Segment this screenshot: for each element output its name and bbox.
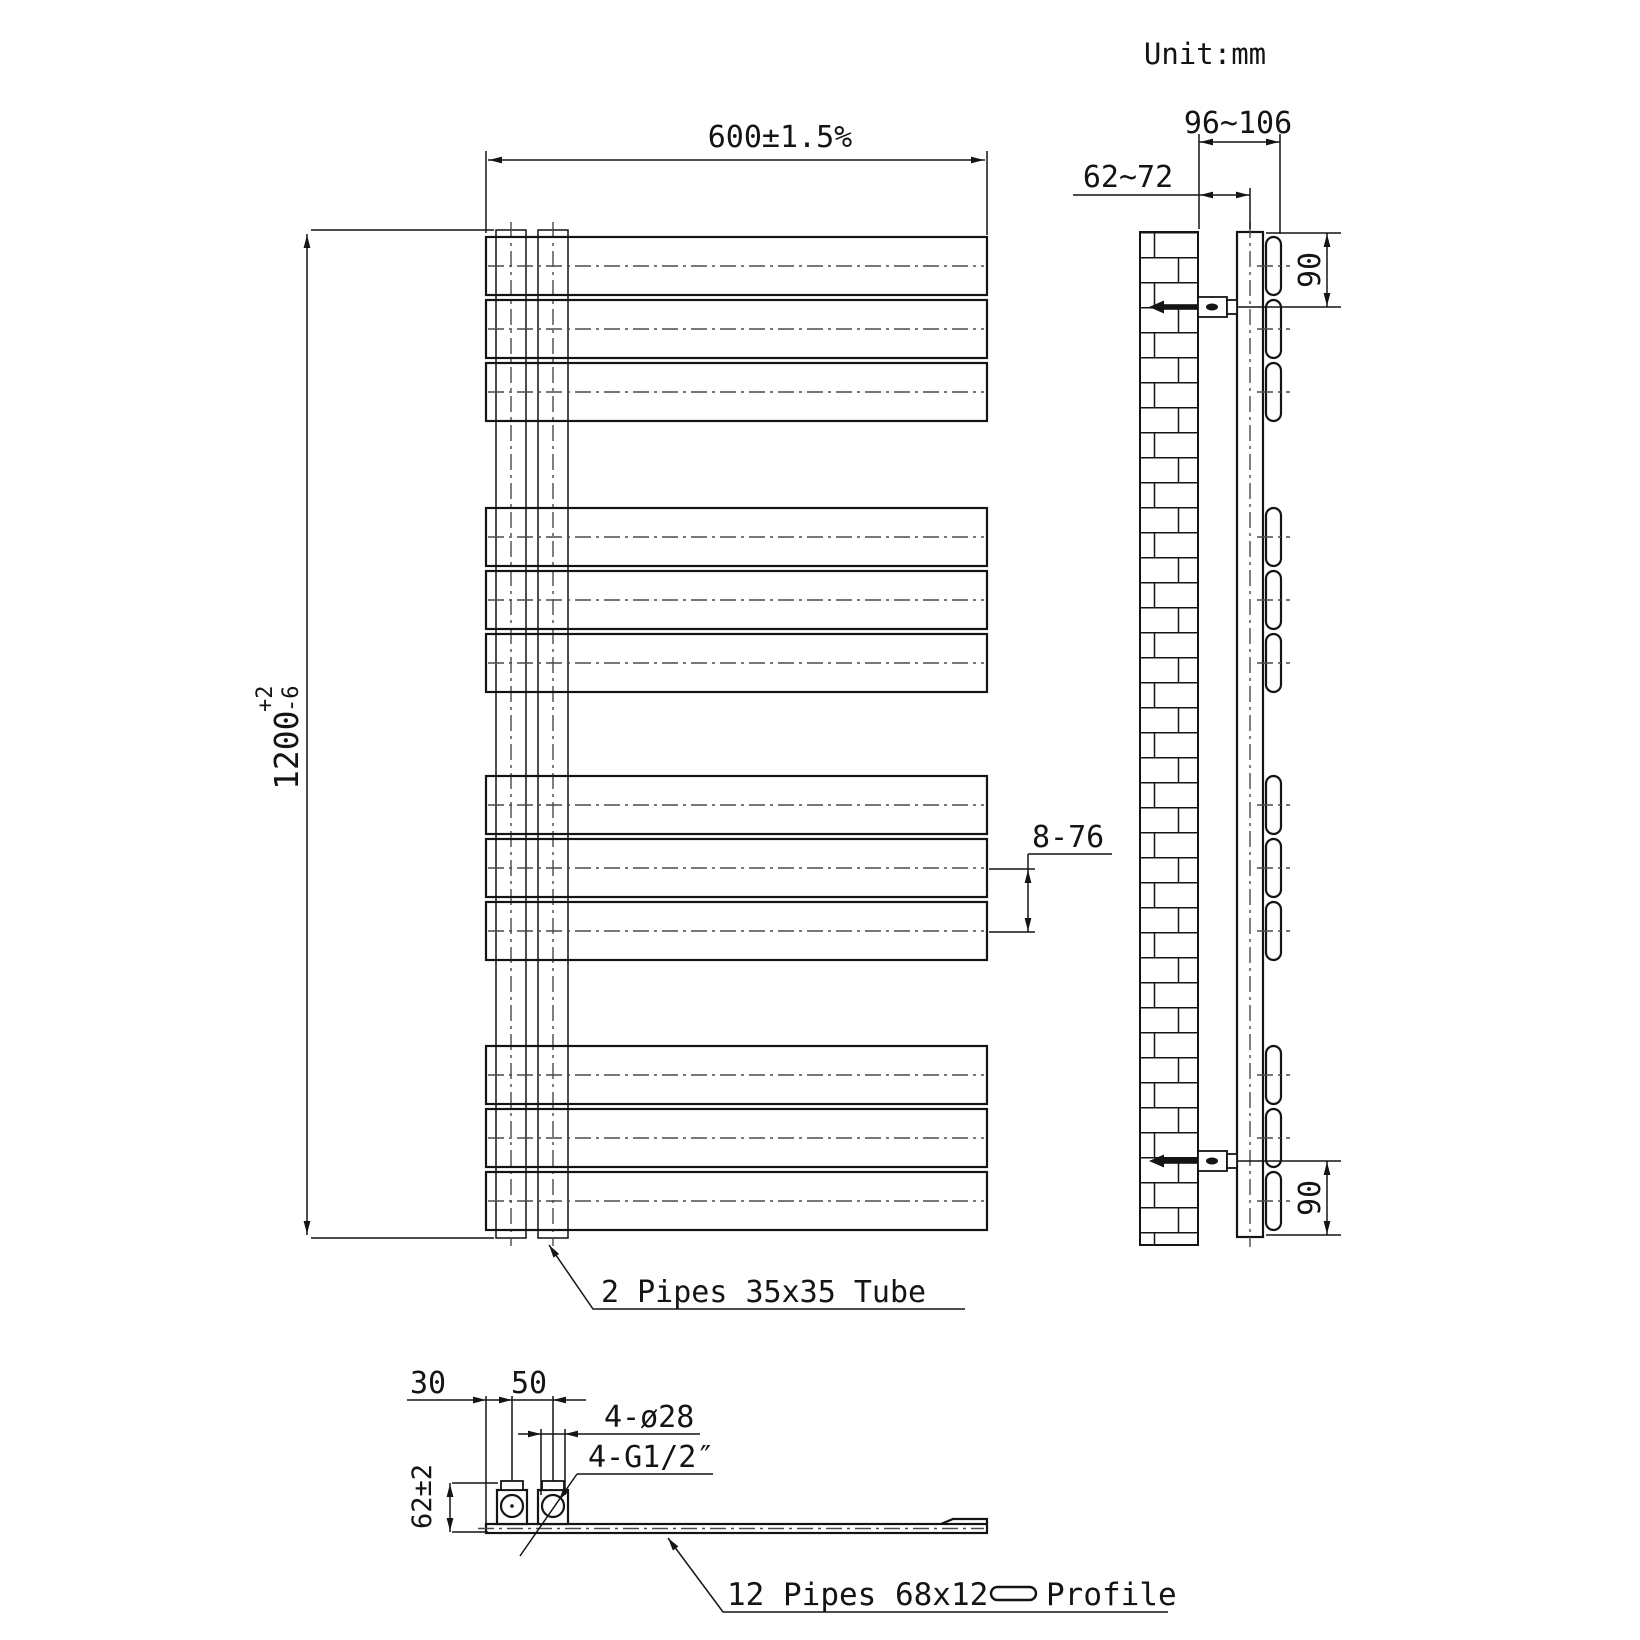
dim-arrow	[1024, 870, 1032, 883]
dim-arrow	[1024, 918, 1032, 931]
mounting-bracket-top	[1149, 296, 1238, 318]
bar-centerlines	[488, 265, 984, 1202]
heating-bar	[484, 837, 989, 899]
depth-dimension-label: 96~106	[1184, 106, 1292, 141]
dim-arrow	[446, 1518, 454, 1531]
height-dimension-lower-tolerance: -6	[279, 686, 304, 713]
profile-note: 12 Pipes 68x12 Profile	[667, 1537, 1177, 1613]
dim-arrow	[1323, 293, 1331, 306]
dim-arrow	[303, 235, 311, 248]
heating-bar	[484, 900, 989, 962]
top-offset-label: 90	[1293, 252, 1328, 288]
wall-offset-label: 62~72	[1083, 160, 1173, 195]
fitting-height-label: 62±2	[407, 1464, 438, 1529]
heating-bar	[484, 569, 989, 631]
dim-arrow	[1323, 1221, 1331, 1234]
bar-spacing-dimension: 8-76	[989, 820, 1112, 933]
front-view: 600±1.5% 1200 +2 -6 8-76 2 Pipe	[253, 120, 1112, 1310]
dim-arrow	[1266, 138, 1279, 146]
dim-arrow	[1200, 191, 1213, 199]
wall-offset-dimension: 62~72	[1073, 160, 1251, 229]
thread-callout: 4-G1/2″	[519, 1440, 714, 1557]
bottom-bracket-offset-dimension: 90	[1238, 1160, 1341, 1236]
dim-arrow	[303, 1221, 311, 1234]
bracket-bolt-icon	[1206, 1157, 1218, 1165]
bracket-bolt-icon	[1206, 303, 1218, 311]
heating-bar	[484, 1170, 989, 1232]
wall-anchor-shaft	[1164, 304, 1198, 310]
depth-dimension: 96~106	[1184, 106, 1292, 234]
brick-wall	[1139, 231, 1199, 1246]
pipe-spacing-label: 50	[511, 1366, 547, 1401]
side-view: Unit:mm	[1073, 37, 1341, 1247]
width-dimension: 600±1.5%	[485, 120, 988, 235]
height-dimension-label: 1200	[267, 711, 306, 790]
heating-bars	[484, 235, 989, 1232]
mounting-bracket-bottom	[1149, 1150, 1238, 1172]
dim-arrow	[553, 1396, 566, 1404]
profile-end-cap	[940, 1517, 989, 1526]
leader-arrow	[549, 1245, 560, 1258]
width-dimension-label: 600±1.5%	[708, 120, 853, 155]
pipe-fitting-1	[495, 1480, 529, 1526]
fitting-height-dimension: 62±2	[407, 1464, 498, 1533]
hole-diameter-dimension: 4-ø28	[518, 1400, 700, 1495]
heating-bar	[484, 632, 989, 694]
heating-bar	[484, 506, 989, 568]
top-bracket-offset-dimension: 90	[1238, 232, 1341, 308]
dim-arrow	[473, 1396, 486, 1404]
leader-arrow	[668, 1538, 679, 1551]
heating-bar	[484, 235, 989, 297]
pipe-fitting-2	[536, 1480, 570, 1526]
dim-arrow	[528, 1430, 541, 1438]
height-dimension-upper-tolerance: +2	[253, 686, 278, 713]
dim-arrow	[1236, 191, 1249, 199]
unit-label: Unit:mm	[1144, 37, 1266, 71]
heating-bar	[484, 361, 989, 423]
profile-shape-icon	[989, 1585, 1038, 1602]
dim-arrow	[489, 156, 502, 164]
dim-arrow	[565, 1430, 578, 1438]
bar-spacing-label: 8-76	[1032, 820, 1104, 855]
wall-anchor-icon	[1149, 300, 1164, 314]
dim-arrow	[499, 1396, 512, 1404]
edge-to-pipe-label: 30	[410, 1366, 446, 1401]
panel-centerline-ticks	[1257, 265, 1290, 1202]
wall-anchor-shaft	[1164, 1158, 1198, 1164]
bottom-detail-view: 30 50 4-ø28 4-G1/2″ 62±2	[407, 1366, 1177, 1613]
height-dimension: 1200 +2 -6	[253, 229, 494, 1239]
heating-bar	[484, 298, 989, 360]
dim-arrow	[446, 1484, 454, 1497]
leader-arrow	[559, 1487, 570, 1500]
bottom-offset-label: 90	[1293, 1180, 1328, 1216]
heating-bar	[484, 1107, 989, 1169]
dim-arrow	[971, 156, 984, 164]
dim-arrow	[1323, 234, 1331, 247]
dim-arrow	[1323, 1162, 1331, 1175]
tube-note-label: 2 Pipes 35x35 Tube	[601, 1275, 926, 1310]
bottom-profile	[484, 1522, 989, 1535]
pipe-position-dimensions: 30 50	[407, 1366, 586, 1523]
heating-bar	[484, 1044, 989, 1106]
profile-note-left-label: 12 Pipes 68x12	[727, 1577, 988, 1613]
dim-arrow	[1200, 138, 1213, 146]
profile-note-right-label: Profile	[1046, 1577, 1177, 1613]
wall-anchor-icon	[1149, 1154, 1164, 1168]
heating-bar	[484, 774, 989, 836]
hole-diameter-label: 4-ø28	[604, 1400, 694, 1435]
tube-note: 2 Pipes 35x35 Tube	[548, 1244, 965, 1310]
thread-label: 4-G1/2″	[588, 1440, 714, 1475]
